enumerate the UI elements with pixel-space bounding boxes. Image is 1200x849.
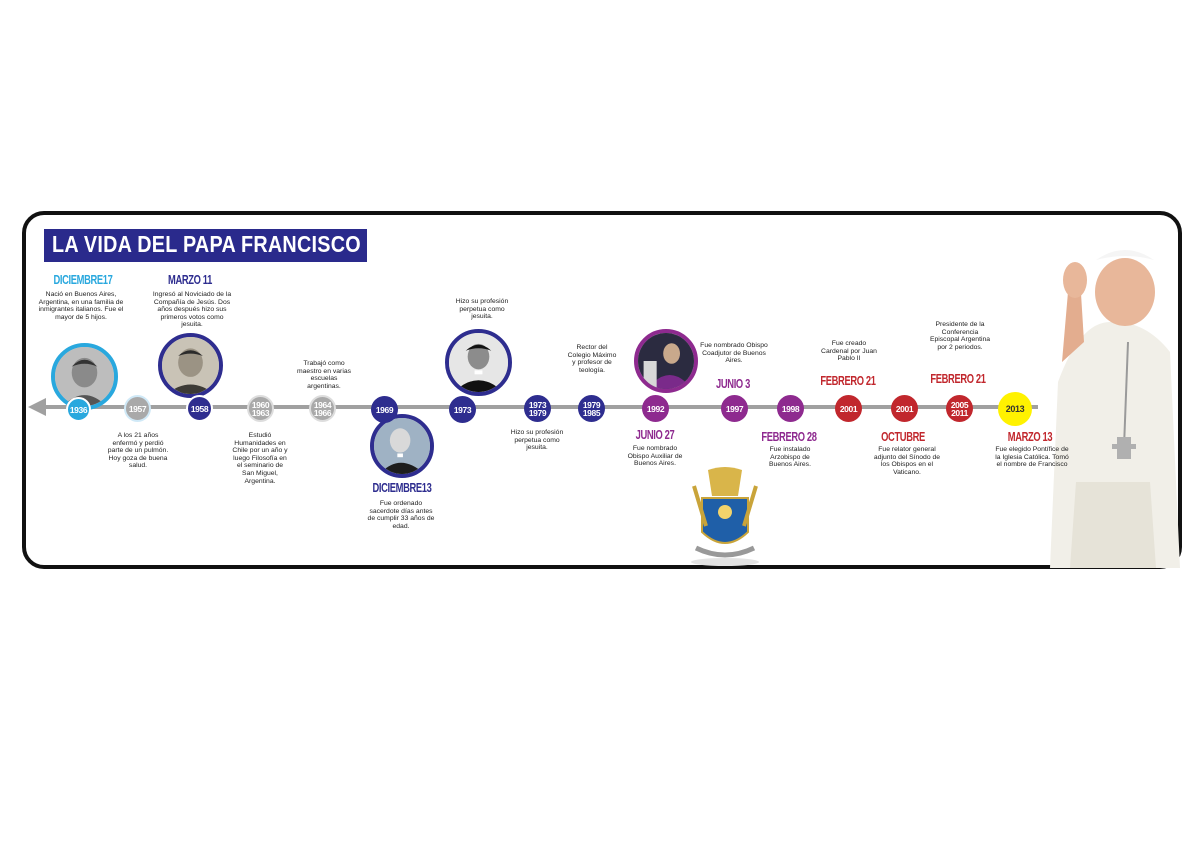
- year-node-1979-1985: 1979 1985: [578, 395, 605, 422]
- priest-photo: [445, 329, 512, 396]
- pope-francis-waving-photo: [1040, 232, 1180, 568]
- year-node-2001-relator: 2001: [891, 395, 918, 422]
- timeline-arrowhead: [28, 398, 46, 416]
- young-priest-photo: [370, 414, 434, 478]
- event-note-1973: Hizo su profesión perpetua como jesuita.: [455, 298, 509, 321]
- year-node-2005-2011: 2005 2011: [946, 395, 973, 422]
- year-node-1936: 1936: [66, 397, 91, 422]
- event-note-2013: Fue elegido Pontífice de la Iglesia Cató…: [995, 446, 1069, 469]
- event-note-1969: Fue ordenado sacerdote días antes de cum…: [367, 500, 435, 530]
- date-label-1998: FEBRERO 28: [761, 429, 817, 444]
- event-note-1960: Estudió Humanidades en Chile por un año …: [232, 432, 288, 485]
- date-label-1958: MARZO 11: [168, 272, 212, 287]
- year-node-1973-1979: 1973 1979: [524, 395, 551, 422]
- title-banner: LA VIDA DEL PAPA FRANCISCO: [44, 229, 367, 262]
- event-note-1997: Fue nombrado Obispo Coadjutor de Buenos …: [700, 342, 768, 365]
- event-note-1936: Nació en Buenos Aires, Argentina, en una…: [38, 291, 124, 321]
- event-note-1992: Fue nombrado Obispo Auxiliar de Buenos A…: [627, 445, 683, 468]
- bishop-photo: [634, 329, 698, 393]
- event-note-2001-cardinal: Fue creado Cardenal por Juan Pablo II: [821, 340, 877, 363]
- year-node-1973: 1973: [449, 396, 476, 423]
- event-note-1973-1979: Hizo su profesión perpetua como jesuita.: [510, 429, 564, 452]
- date-label-2005: FEBRERO 21: [930, 371, 986, 386]
- year-node-1997: 1997: [721, 395, 748, 422]
- year-node-1958: 1958: [186, 395, 213, 422]
- papal-coat-of-arms: [688, 466, 762, 566]
- date-label-1936: DICIEMBRE17: [53, 272, 113, 287]
- event-note-1957: A los 21 años enfermó y perdió parte de …: [107, 432, 169, 470]
- event-note-1998: Fue instalado Arzobispo de Buenos Aires.: [769, 446, 811, 469]
- page-title: LA VIDA DEL PAPA FRANCISCO: [52, 231, 361, 257]
- year-node-1960-1963: 1960 1963: [247, 395, 274, 422]
- year-node-2013: 2013: [998, 392, 1032, 426]
- year-node-1998: 1998: [777, 395, 804, 422]
- year-node-1992: 1992: [642, 395, 669, 422]
- date-label-1969: DICIEMBRE13: [372, 480, 432, 495]
- date-label-1997: JUNIO 3: [716, 376, 750, 391]
- event-note-1958: Ingresó al Noviciado de la Compañía de J…: [152, 291, 232, 329]
- date-label-2001-relator: OCTUBRE: [881, 429, 925, 444]
- young-man-photo: [158, 333, 223, 398]
- date-label-2013: MARZO 13: [1007, 429, 1053, 444]
- date-label-2001-cardinal: FEBRERO 21: [820, 373, 876, 388]
- event-note-2005: Presidente de la Conferencia Episcopal A…: [929, 321, 991, 351]
- timeline-frame: [22, 211, 1182, 569]
- year-node-1964-1966: 1964 1966: [309, 395, 336, 422]
- event-note-1979: Rector del Colegio Máximo y profesor de …: [567, 344, 617, 374]
- year-node-1957: 1957: [124, 395, 151, 422]
- date-label-1992: JUNIO 27: [635, 427, 675, 442]
- year-node-1969: 1969: [371, 396, 398, 423]
- event-note-1964: Trabajó como maestro en varias escuelas …: [296, 360, 352, 390]
- event-note-2001-relator: Fue relator general adjunto del Sínodo d…: [873, 446, 941, 476]
- year-node-2001-cardinal: 2001: [835, 395, 862, 422]
